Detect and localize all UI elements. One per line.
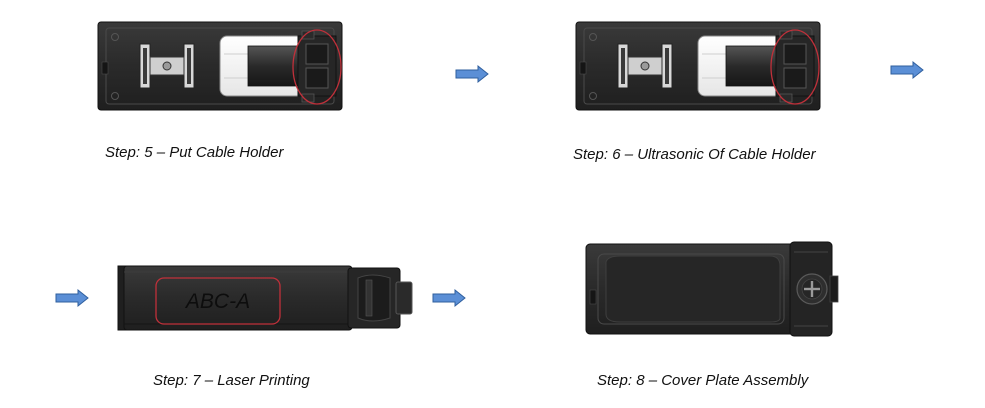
arrow-right-icon [56,290,88,306]
step-8-caption: Step: 8 – Cover Plate Assembly [597,372,808,389]
engraving-text: ABC-A [184,290,250,313]
step-8-illustration [586,242,838,336]
arrow-right-icon [456,66,488,82]
step-5-illustration [98,22,342,110]
step-6-caption: Step: 6 – Ultrasonic Of Cable Holder [573,146,816,163]
screw-cross-icon [797,274,827,304]
arrow-right-icon [891,62,923,78]
step-5-caption: Step: 5 – Put Cable Holder [105,144,283,161]
step-6-illustration [576,22,820,110]
step-7-caption: Step: 7 – Laser Printing [153,372,310,389]
arrow-right-icon [433,290,465,306]
step-7-illustration: ABC-A [118,266,412,330]
